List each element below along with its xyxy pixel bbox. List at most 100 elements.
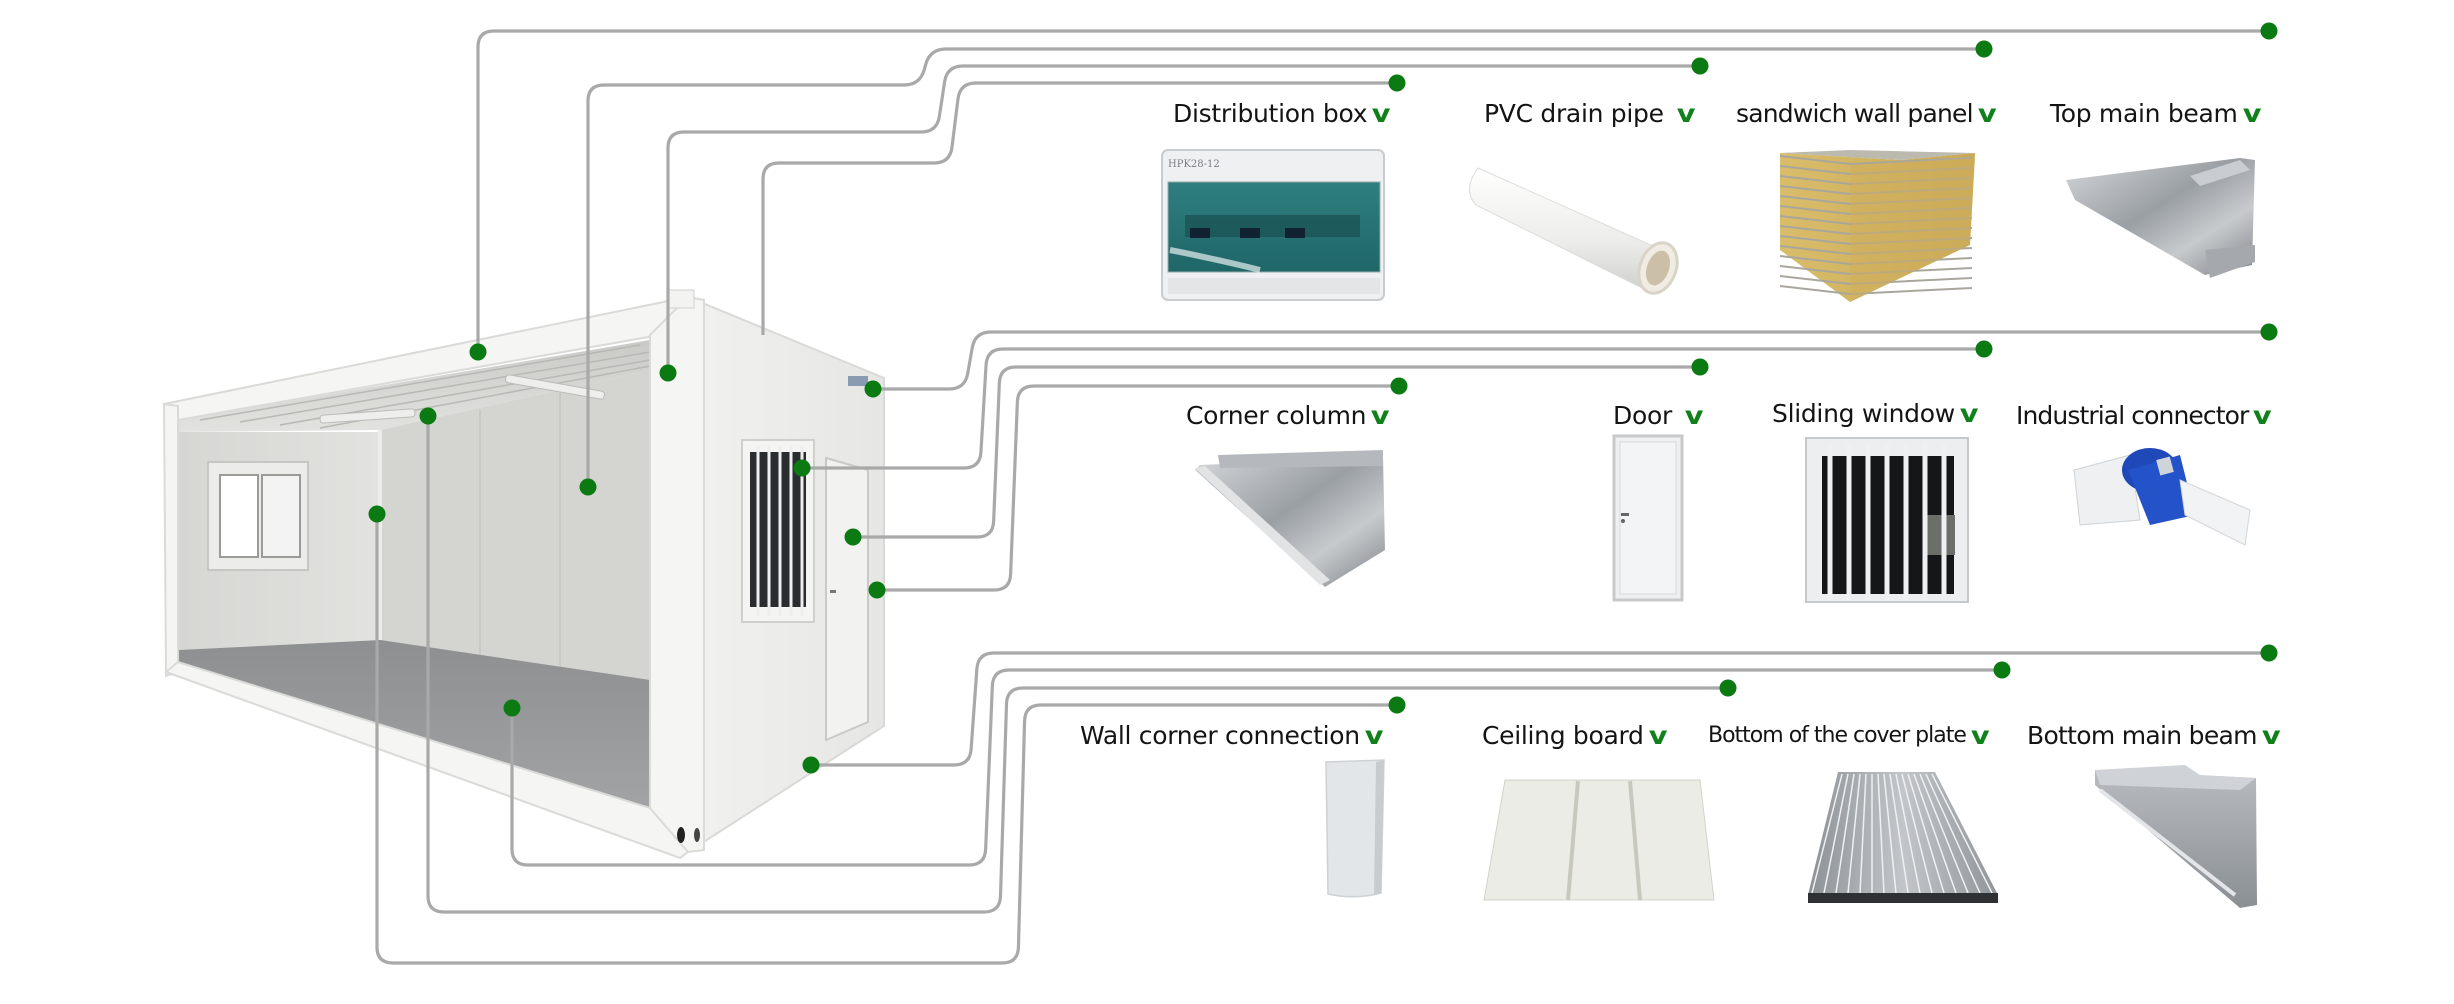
sliding-window-image [1805, 437, 1969, 603]
marker-dot [793, 459, 811, 477]
ceiling-light [505, 374, 605, 400]
plate-rib [1925, 773, 1981, 894]
plate-rib [1931, 773, 1993, 894]
marker-dot [368, 505, 386, 523]
marker-dot [1388, 696, 1406, 714]
side-connector [848, 376, 868, 386]
distribution-box-image: HPK28-12 [1161, 149, 1385, 301]
marker-dot [2260, 22, 2278, 40]
leader-bottom-cover-plate [510, 668, 2002, 867]
plate-rib [1847, 773, 1861, 894]
check-icon: v [2242, 98, 2261, 128]
check-icon: v [1648, 720, 1667, 750]
marker-dot [1975, 40, 1993, 58]
marker-dot [1691, 57, 1709, 75]
marker-dot [1975, 340, 1993, 358]
plate-rib [1877, 773, 1885, 894]
marker-dot [1388, 74, 1406, 92]
check-icon: v [1959, 398, 1979, 428]
plate-rib [1919, 773, 1969, 894]
leader-industrial-connector [873, 330, 2269, 391]
pvc-pipe-image [1469, 167, 1679, 295]
panel-layer-line [1779, 155, 1973, 166]
check-icon: v [1676, 98, 1695, 128]
check-icon: v [1977, 98, 1997, 128]
ceiling-board-image [1483, 779, 1715, 901]
marker-dot [844, 528, 862, 546]
marker-dot [1691, 358, 1709, 376]
ceiling-light [319, 408, 416, 424]
leader-pvc-drain-pipe [666, 64, 1700, 373]
leader-bottom-main-beam [811, 651, 2269, 767]
cover-plate-image [1808, 772, 1998, 903]
plate-rib [1901, 773, 1933, 894]
check-icon: v [1370, 400, 1390, 430]
marker-dot [419, 407, 437, 425]
plate-rib [1895, 773, 1921, 894]
check-icon: v [1364, 720, 1384, 750]
marker-dot [659, 364, 677, 382]
check-icon: v [1970, 720, 1990, 750]
sandwich-panel-image [1779, 150, 1975, 302]
marker-dot [469, 343, 487, 361]
marker-dot [1390, 377, 1408, 395]
plate-rib [1835, 773, 1855, 894]
leader-wall-corner-connection [375, 514, 1397, 965]
container-side-window [741, 439, 815, 623]
marker-dot [802, 756, 820, 774]
leader-corner-column [877, 384, 1399, 592]
leader-sliding-window [802, 347, 1984, 470]
marker-dot [503, 699, 521, 717]
leader-top-main-beam [476, 29, 2269, 352]
plate-rib [1883, 773, 1897, 894]
marker-dot [868, 581, 886, 599]
check-icon: v [2261, 720, 2281, 750]
plate-rib [1907, 773, 1945, 894]
corner-column-image [1195, 450, 1385, 587]
top-beam-image [2066, 158, 2255, 278]
svg-text:HPK28-12: HPK28-12 [1168, 159, 1220, 170]
leader-distribution-box [761, 81, 1397, 335]
leader-sandwich-wall-panel [586, 47, 1984, 487]
plate-rib [1889, 773, 1909, 894]
plate-rib [1823, 773, 1849, 894]
industrial-connector-image [2073, 448, 2251, 546]
plate-rib [1859, 773, 1867, 894]
marker-dot [1993, 661, 2011, 679]
leader-door [853, 365, 1700, 539]
leader-ceiling-board [426, 416, 1728, 914]
container-side-door [825, 456, 869, 742]
container-floor [178, 640, 650, 808]
check-icon: v [1371, 98, 1391, 128]
marker-dot [864, 380, 882, 398]
plate-rib [1913, 773, 1957, 894]
check-icon: v [2253, 400, 2272, 430]
door-image [1612, 434, 1684, 602]
corner-casting-hole [677, 827, 685, 843]
plate-rib [1811, 773, 1843, 894]
check-icon: v [1684, 400, 1704, 430]
container-back-window [207, 461, 309, 571]
marker-dot [2260, 644, 2278, 662]
wall-corner-image [1325, 759, 1385, 898]
bottom-beam-image [2095, 765, 2257, 908]
marker-dot [579, 478, 597, 496]
marker-dot [2260, 323, 2278, 341]
marker-dot [1719, 679, 1737, 697]
